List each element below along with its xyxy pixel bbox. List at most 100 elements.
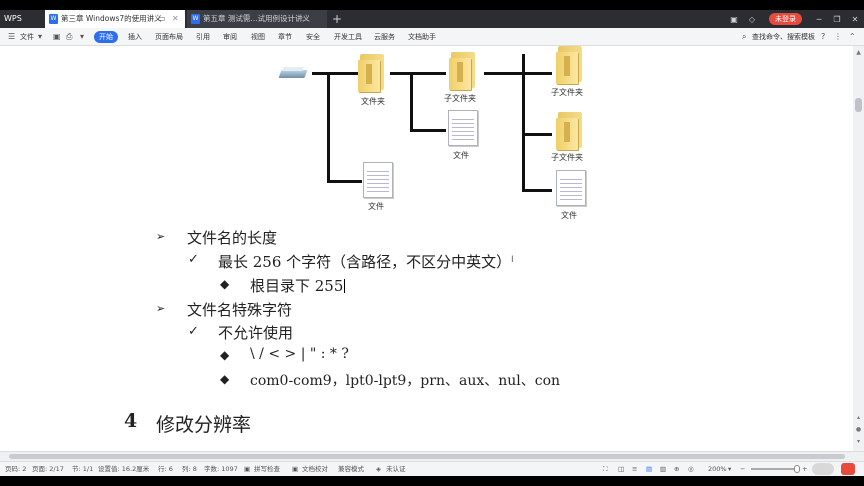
subfolder-icon	[556, 46, 584, 84]
assistant-avatar[interactable]	[812, 463, 834, 475]
menu-chapter[interactable]: 章节	[278, 33, 292, 41]
file-label: 文件	[561, 211, 577, 220]
status-row: 行: 6	[158, 465, 173, 473]
status-page[interactable]: 页码: 2	[5, 465, 27, 473]
menu-review[interactable]: 审阅	[223, 33, 237, 41]
file-label: 文件	[453, 151, 469, 160]
menu-file[interactable]: 文件	[20, 33, 34, 41]
menu-security[interactable]: 安全	[306, 33, 320, 41]
file-dropdown-icon[interactable]: ▾	[38, 32, 43, 41]
tree-connector	[522, 133, 552, 136]
scroll-thumb[interactable]	[855, 98, 862, 112]
tab-pin-icon-2[interactable]: ▭	[300, 14, 308, 23]
proofread-button[interactable]: 文档校对	[302, 465, 328, 473]
status-bar: 页码: 2 页面: 2/17 节: 1/1 设置值: 16.2厘米 行: 6 列…	[0, 461, 864, 476]
menu-bar: ☰ 文件 ▾ ▣ ⎙ ▾ 开始 插入 页面布局 引用 审阅 视图 章节 安全 开…	[0, 28, 864, 46]
hamburger-icon[interactable]: ☰	[8, 32, 16, 41]
caret	[344, 279, 346, 293]
hscroll-thumb[interactable]	[9, 454, 845, 459]
tab-pin-icon[interactable]: ▭	[158, 14, 166, 23]
wps-logo-text: WPS	[4, 14, 22, 23]
tab-document-2[interactable]: W 第五章 测试需...试用例设计讲义	[187, 10, 327, 28]
spell-check-button[interactable]: 拼写检查	[254, 465, 280, 473]
arrow-bullet-icon: ➢	[156, 230, 166, 243]
menu-developer[interactable]: 开发工具	[334, 33, 362, 41]
next-page-icon[interactable]: ▾	[856, 438, 860, 445]
read-mode-icon[interactable]: ◫	[618, 465, 625, 473]
diamond-bullet-icon: ◆	[220, 277, 230, 291]
scroll-up-icon[interactable]: ▲	[856, 49, 861, 56]
tab-close-icon[interactable]: ✕	[172, 14, 179, 23]
more-icon[interactable]: ⋮	[834, 32, 842, 41]
zoom-slider[interactable]	[751, 468, 799, 470]
collapse-icon[interactable]: ⌃	[849, 32, 856, 41]
list-item: 文件名的长度	[187, 229, 278, 247]
minimize-icon[interactable]: ─	[816, 14, 822, 24]
status-word-count[interactable]: 字数: 1097	[204, 465, 238, 473]
shield-icon: ◈	[376, 465, 381, 473]
menu-insert[interactable]: 插入	[128, 33, 142, 41]
menu-page-layout[interactable]: 页面布局	[155, 33, 183, 41]
zoom-in-icon[interactable]: +	[802, 465, 808, 473]
layout-icon[interactable]: ▣	[730, 14, 738, 24]
login-button[interactable]: 未登录	[769, 13, 802, 25]
wps-logo[interactable]: WPS	[0, 10, 45, 28]
more-dropdown-icon[interactable]: ▾	[80, 32, 85, 41]
eye-protect-icon[interactable]: ◎	[688, 465, 694, 473]
zoom-slider-handle[interactable]	[794, 465, 800, 473]
menu-view[interactable]: 视图	[251, 33, 265, 41]
subfolder-label: 子文件夹	[551, 88, 583, 97]
page-view-icon[interactable]: ▤	[646, 465, 653, 473]
zoom-dropdown-icon[interactable]: ▾	[728, 465, 732, 473]
horizontal-scrollbar[interactable]	[0, 451, 864, 461]
brand-logo-icon	[841, 463, 855, 475]
status-section: 节: 1/1	[72, 465, 94, 473]
command-search[interactable]: 查找命令、搜索模板	[752, 33, 815, 41]
tab-bar: WPS W 第三章 Windows7的使用讲义 ▭ ✕ W 第五章 测试需...…	[0, 10, 864, 28]
spell-check-icon[interactable]: ▣	[244, 465, 251, 473]
tree-connector	[327, 72, 330, 182]
heading-number: 4	[124, 410, 138, 432]
maximize-icon[interactable]: ❐	[833, 14, 841, 24]
save-icon[interactable]: ▣	[53, 32, 61, 41]
close-window-icon[interactable]: ✕	[851, 14, 859, 24]
outline-icon[interactable]: ≡	[632, 465, 638, 473]
writer-doc-icon: W	[191, 14, 200, 24]
tree-connector	[410, 129, 446, 132]
list-item-text: 根目录下 255	[250, 277, 344, 295]
new-tab-button[interactable]: +	[332, 12, 343, 26]
compat-mode: 兼容模式	[338, 465, 364, 473]
zoom-out-icon[interactable]: −	[740, 465, 746, 473]
tab-title-2: 第五章 测试需...试用例设计讲义	[203, 14, 311, 23]
web-layout-icon[interactable]: ▥	[660, 465, 667, 473]
menu-doc-assistant[interactable]: 文档助手	[408, 33, 436, 41]
menu-cloud[interactable]: 云服务	[374, 33, 395, 41]
print-icon[interactable]: ⎙	[66, 32, 73, 41]
subfolder-icon	[449, 52, 477, 90]
file-icon	[363, 162, 393, 198]
zoom-level[interactable]: 200%	[708, 465, 727, 473]
diamond-bullet-icon: ◆	[220, 372, 230, 386]
text-cursor-icon: I	[511, 255, 514, 265]
full-screen-icon[interactable]: ⛶	[603, 465, 608, 473]
skin-icon[interactable]: ◇	[748, 14, 756, 24]
document-page[interactable]: 文件夹 子文件夹 文件 子文件夹 子文件夹 文件 文件 ➢ 文件名的长度 ✓ 最…	[0, 46, 853, 451]
menu-start[interactable]: 开始	[94, 31, 118, 43]
check-bullet-icon: ✓	[188, 324, 199, 339]
help-icon[interactable]: ?	[821, 32, 826, 41]
drive-icon	[278, 66, 308, 80]
cert-status[interactable]: 未认证	[386, 465, 406, 473]
proofread-icon[interactable]: ▣	[292, 465, 299, 473]
prev-page-icon[interactable]: ▴	[856, 414, 860, 421]
web-view-icon[interactable]: ⊕	[674, 465, 680, 473]
menu-reference[interactable]: 引用	[196, 33, 210, 41]
folder-label: 文件夹	[361, 97, 385, 106]
search-icon[interactable]: ⌕	[742, 32, 747, 41]
select-browse-icon[interactable]: ●	[855, 426, 862, 433]
status-pages[interactable]: 页面: 2/17	[32, 465, 64, 473]
window-controls: ▣ ◇ 未登录 ─ ❐ ✕	[725, 10, 864, 28]
vertical-scrollbar[interactable]: ▲ ▴ ● ▾	[853, 46, 864, 451]
file-label: 文件	[368, 202, 384, 211]
tab-document-1[interactable]: W 第三章 Windows7的使用讲义	[45, 10, 185, 28]
status-col: 列: 8	[182, 465, 197, 473]
